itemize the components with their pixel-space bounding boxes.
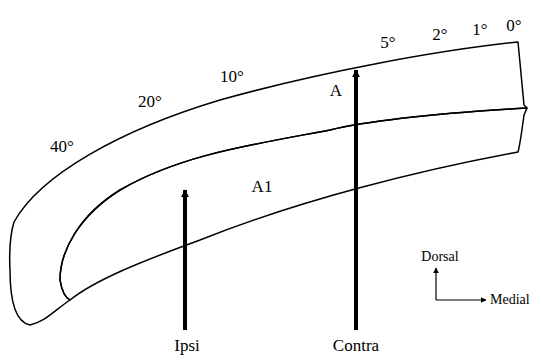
figure-label: 40°: [50, 138, 74, 155]
figure-label: 10°: [220, 68, 244, 85]
figure-label: 20°: [138, 93, 162, 110]
region-label: A: [330, 82, 342, 99]
region-label: A1: [252, 178, 273, 195]
ipsi-arrow: [183, 190, 187, 330]
figure-label: 5°: [380, 34, 395, 51]
figure-label: 0°: [506, 17, 521, 34]
figure-label: Medial: [490, 293, 530, 307]
figure-label: Contra: [333, 337, 379, 354]
region-band: A1: [56, 104, 532, 304]
figure-label: 1°: [472, 21, 487, 38]
contra-arrow: [354, 70, 358, 330]
dorsal-axis: [435, 268, 436, 300]
figure-label: 2°: [432, 26, 447, 43]
region-outline: [56, 104, 532, 304]
figure-label: Ipsi: [174, 337, 200, 354]
medial-axis: [436, 299, 486, 300]
figure-label: Dorsal: [421, 250, 458, 264]
